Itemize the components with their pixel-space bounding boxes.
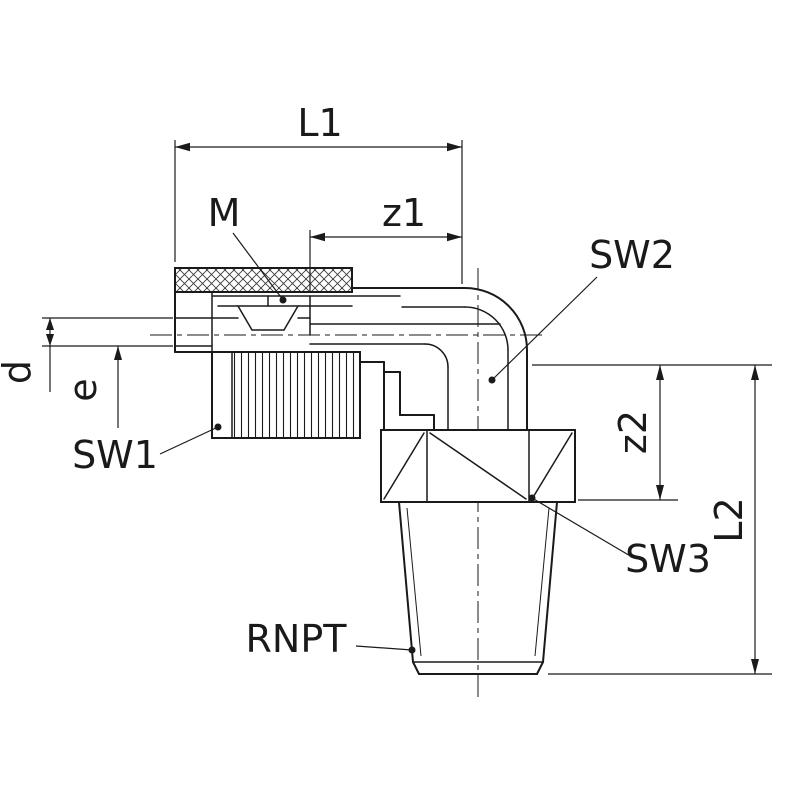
dimension-l2: L2 (548, 365, 772, 675)
label-sw3: SW3 (625, 537, 711, 581)
callout-sw3: SW3 (528, 494, 711, 581)
grip-outline (211, 351, 361, 439)
label-sw2: SW2 (589, 233, 675, 277)
dimension-z1: z1 (309, 191, 462, 292)
label-rnpt: RNPT (246, 617, 348, 661)
callout-rnpt: RNPT (246, 617, 416, 661)
label-z1: z1 (382, 191, 426, 235)
callout-sw2: SW2 (488, 233, 675, 384)
label-z2: z2 (611, 410, 655, 454)
elbow-body (351, 287, 528, 431)
dimension-d: d (0, 317, 173, 392)
clamp-ring (237, 305, 299, 331)
label-m: M (208, 191, 241, 235)
label-l1: L1 (297, 101, 342, 145)
dimension-e: e (61, 346, 122, 428)
nut-hatch-block (174, 267, 353, 293)
label-sw1: SW1 (72, 433, 158, 477)
dimension-z2: z2 (532, 364, 772, 501)
label-d: d (0, 360, 39, 384)
thread-section (398, 501, 558, 675)
callout-sw1: SW1 (72, 423, 222, 477)
hex-section (380, 429, 576, 503)
knurled-grip (211, 351, 361, 439)
label-e: e (61, 378, 105, 401)
callout-m: M (208, 191, 287, 304)
label-l2: L2 (707, 497, 751, 542)
knurl-texture (232, 352, 360, 438)
union-nut (174, 267, 501, 368)
dimension-l1: L1 (174, 101, 463, 284)
